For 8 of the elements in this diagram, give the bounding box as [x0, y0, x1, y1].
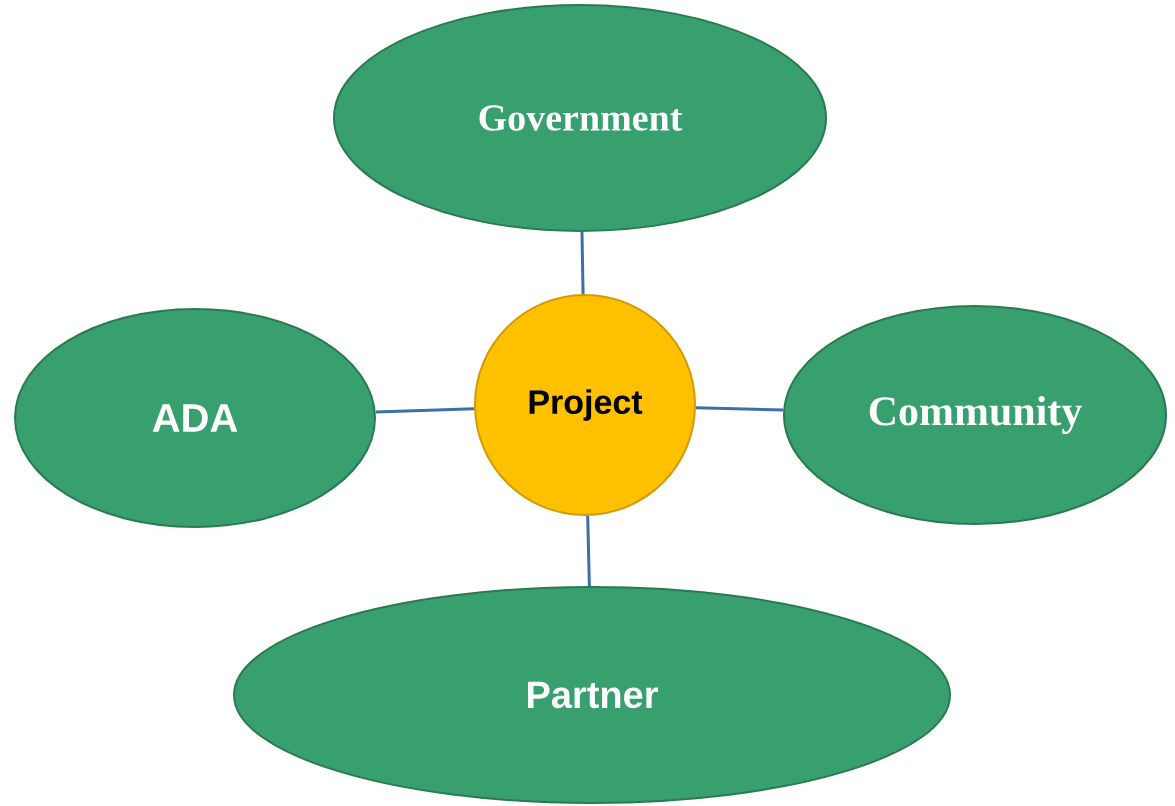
connector-line	[586, 515, 591, 587]
connector-line	[580, 231, 585, 295]
connector-line	[375, 407, 475, 414]
connector-line	[695, 406, 784, 412]
ellipse-node: ADA	[14, 308, 376, 528]
ellipse-node: Government	[333, 4, 827, 232]
ellipse-node: Community	[783, 305, 1167, 525]
ellipse-node: Partner	[233, 586, 951, 804]
